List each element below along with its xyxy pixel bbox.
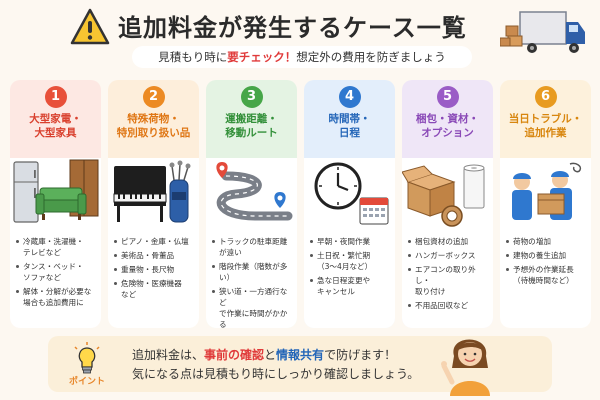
list-item: 予想外の作業延長 （待機時間など）	[506, 264, 587, 286]
list-item: 荷物の増加	[506, 236, 587, 247]
point-line-2: 気になる点は見積もり時にしっかり確認しましょう。	[132, 367, 420, 381]
card-time-schedule: 4 時間帯・ 日程	[304, 80, 395, 328]
header: 追加料金が発生するケース一覧 見積もり時に要チェック！想定外の費用を防ぎましょう	[0, 0, 600, 80]
lightbulb-icon	[74, 342, 100, 374]
list-item: 重量物・長尺物	[114, 264, 195, 275]
card-title: 運搬距離・ 移動ルート	[225, 113, 278, 139]
piano-golfbag-icon	[108, 158, 199, 230]
fridge-sofa-icon	[10, 158, 101, 230]
list-item: 危険物・医療機器 など	[114, 278, 195, 300]
card-day-trouble: 6 当日トラブル・ 追加作業 荷物の増加 建物の養生追加	[500, 80, 591, 328]
card-items: 冷蔵庫・洗濯機・ テレビなど タンス・ベッド・ ソファなど 解体・分解が必要な …	[10, 230, 101, 308]
subtitle-highlight: 要チェック！	[227, 50, 297, 64]
list-item: 不用品回収など	[408, 300, 489, 311]
card-number: 4	[338, 86, 361, 108]
card-items: 梱包資材の追加 ハンガーボックス エアコンの取り外し・ 取り付け 不用品回収など	[402, 230, 493, 311]
card-number: 3	[240, 86, 263, 108]
point-text-red: 事前の確認	[204, 348, 265, 362]
card-items: ピアノ・金庫・仏壇 美術品・骨董品 重量物・長尺物 危険物・医療機器 など	[108, 230, 199, 300]
point-text-pre: 追加料金は、	[132, 348, 205, 362]
card-special-items: 2 特殊荷物・ 特別取り扱い品	[108, 80, 199, 328]
page-title: 追加料金が発生するケース一覧	[118, 14, 467, 42]
route-map-icon	[206, 158, 297, 230]
point-text-post: で防げます！	[324, 348, 397, 362]
case-cards: 1 大型家電・ 大型家具 冷蔵庫・洗濯機・ テレビなど	[10, 80, 591, 328]
list-item: 階段作業（階数が多い）	[212, 261, 293, 283]
card-number: 5	[436, 86, 459, 108]
card-title: 当日トラブル・ 追加作業	[508, 113, 583, 139]
list-item: 解体・分解が必要な 場合も追加費用に	[16, 286, 97, 308]
movers-icon	[500, 158, 591, 230]
point-line-1: 追加料金は、事前の確認と情報共有で防げます！	[132, 346, 419, 365]
list-item: 土日祝・繁忙期 （3〜4月など）	[310, 250, 391, 272]
list-item: タンス・ベッド・ ソファなど	[16, 261, 97, 283]
subtitle-post: 想定外の費用を防ぎましょう	[296, 50, 446, 64]
card-number: 1	[44, 86, 67, 108]
list-item: ピアノ・金庫・仏壇	[114, 236, 195, 247]
list-item: 早朝・夜間作業	[310, 236, 391, 247]
card-items: 荷物の増加 建物の養生追加 予想外の作業延長 （待機時間など）	[500, 230, 591, 286]
card-number: 6	[534, 86, 557, 108]
point-text-mid: と	[264, 348, 277, 362]
list-item: エアコンの取り外し・ 取り付け	[408, 264, 489, 297]
list-item: トラックの駐車距離 が遠い	[212, 236, 293, 258]
card-distance-route: 3 運搬距離・ 移動ルート トラックの駐車距離 が遠い 階段作業（階数が多い） …	[206, 80, 297, 328]
point-message: 追加料金は、事前の確認と情報共有で防げます！ 気になる点は見積もり時にしっかり確…	[132, 346, 419, 384]
point-text-blue: 情報共有	[276, 348, 325, 362]
list-item: 狭い道・一方通行など で作業に時間がかかる	[212, 286, 293, 328]
card-title: 時間帯・ 日程	[328, 113, 371, 139]
list-item: 梱包資材の追加	[408, 236, 489, 247]
list-item: 急な日程変更や キャンセル	[310, 275, 391, 297]
point-label: ポイント	[68, 377, 105, 387]
list-item: 冷蔵庫・洗濯機・ テレビなど	[16, 236, 97, 258]
clock-calendar-icon	[304, 158, 395, 230]
card-items: トラックの駐車距離 が遠い 階段作業（階数が多い） 狭い道・一方通行など で作業…	[206, 230, 297, 328]
subtitle: 見積もり時に要チェック！想定外の費用を防ぎましょう	[132, 46, 472, 68]
warning-icon	[70, 8, 110, 45]
card-packing-options: 5 梱包・資材・ オプション 梱包資材の追加 ハンガーボック	[402, 80, 493, 328]
boxes-tape-icon	[402, 158, 493, 230]
list-item: ハンガーボックス	[408, 250, 489, 261]
moving-truck-icon	[500, 11, 585, 53]
list-item: 美術品・骨董品	[114, 250, 195, 261]
card-number: 2	[142, 86, 165, 108]
subtitle-pre: 見積もり時に	[158, 50, 228, 64]
card-large-appliances: 1 大型家電・ 大型家具 冷蔵庫・洗濯機・ テレビなど	[10, 80, 101, 328]
card-title: 梱包・資材・ オプション	[416, 113, 479, 139]
list-item: 建物の養生追加	[506, 250, 587, 261]
woman-pointing-icon	[441, 339, 490, 396]
card-title: 大型家電・ 大型家具	[29, 113, 82, 139]
card-title: 特殊荷物・ 特別取り扱い品	[116, 113, 191, 139]
card-items: 早朝・夜間作業 土日祝・繁忙期 （3〜4月など） 急な日程変更や キャンセル	[304, 230, 395, 297]
